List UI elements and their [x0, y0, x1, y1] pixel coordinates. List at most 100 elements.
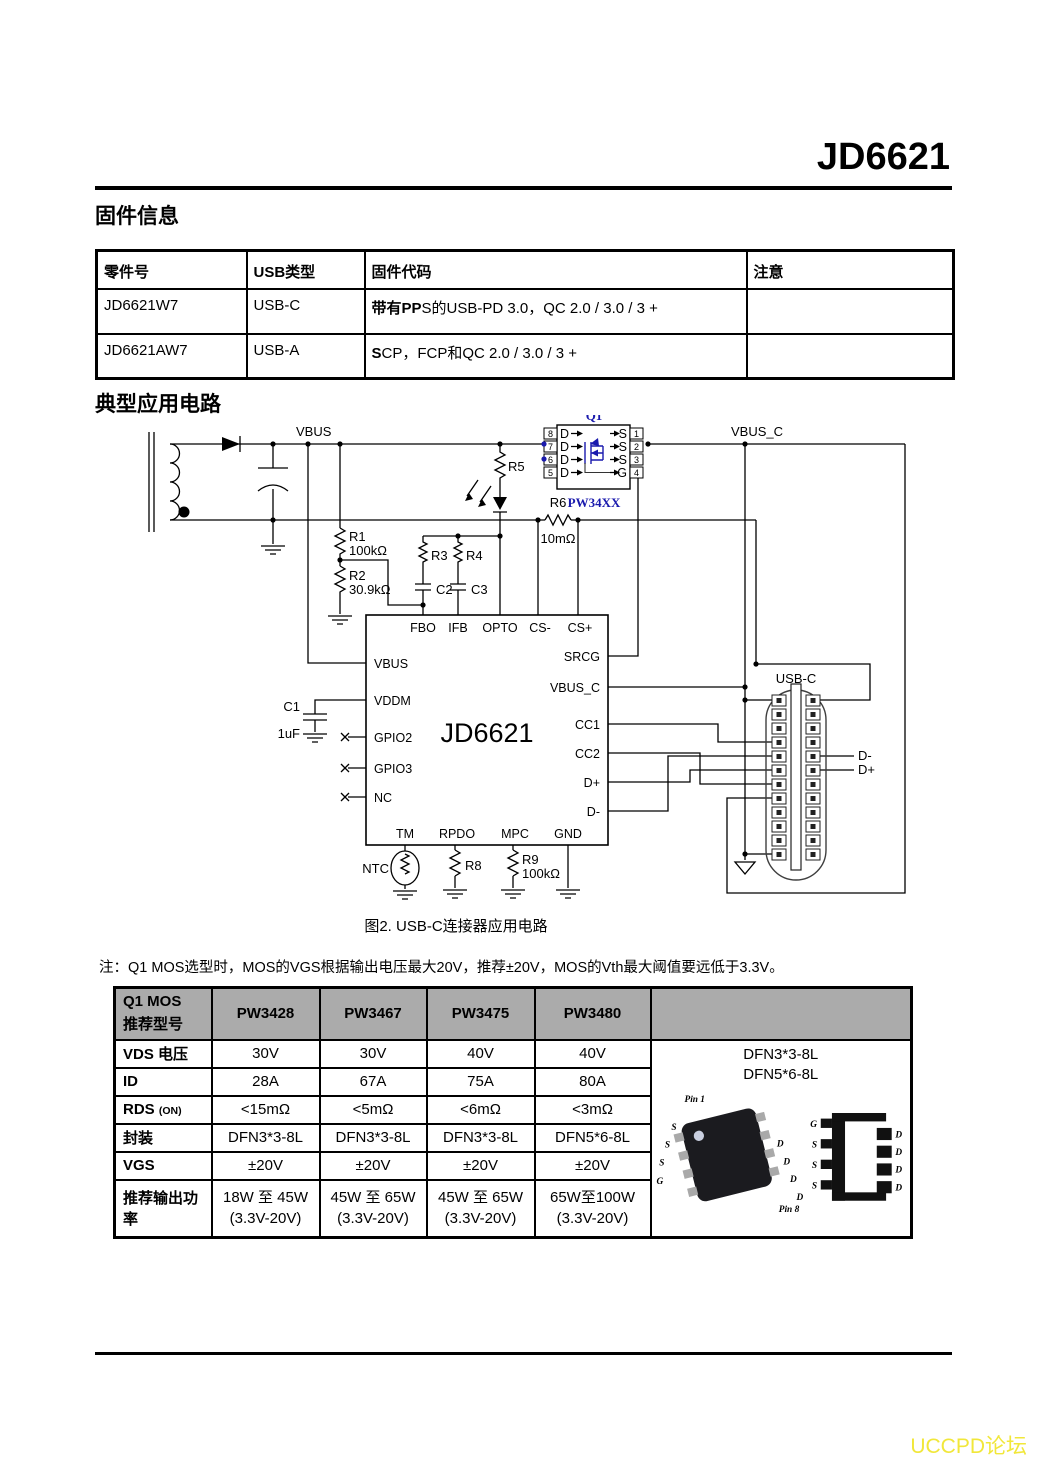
- r4-label: R4: [466, 548, 483, 563]
- mos-model-pw3467: PW3467: [318, 986, 428, 1041]
- cell-vgs: ±20V: [533, 1150, 652, 1181]
- chip-pin-s: S: [671, 1123, 676, 1133]
- fp-pin-d: D: [894, 1183, 902, 1193]
- mos-header-row: Q1 MOS 推荐型号 PW3428 PW3467 PW3475 PW3480: [113, 986, 913, 1041]
- r5-opto-branch: R5: [465, 444, 525, 615]
- firmware-cell-fwcode: SCP，FCP和QC 2.0 / 3.0 / 3 +: [363, 332, 748, 380]
- section-heading-circuit: 典型应用电路: [95, 393, 221, 416]
- ic-pin-gpio3: GPIO3: [374, 762, 412, 776]
- q1-pin-s: S: [619, 427, 627, 441]
- table-row-vgs: VGS ±20V ±20V ±20V ±20V: [113, 1150, 912, 1181]
- ic-pin-cs-plus: CS+: [568, 621, 593, 635]
- sense-resistor-r6: R6 10mΩ: [540, 495, 575, 546]
- package-name-1: DFN3*3-8L: [743, 1045, 819, 1063]
- ic-pin-mpc: MPC: [501, 827, 529, 841]
- ic-pin-vddm: VDDM: [374, 694, 411, 708]
- watermark: UCCPD论坛: [910, 1435, 1027, 1458]
- q1-pin-number: 2: [634, 442, 639, 452]
- table-row-id: ID 28A 67A 75A 80A: [113, 1066, 912, 1097]
- c1-value: 1uF: [278, 726, 300, 741]
- power-range: 18W 至 45W: [222, 1188, 309, 1206]
- ic-pin-srcg: SRCG: [564, 650, 600, 664]
- q1-mosfet-symbol: [584, 438, 610, 474]
- q1-pin-d: D: [560, 453, 569, 467]
- ic-pin-vbus: VBUS: [374, 657, 408, 671]
- q1-pin-d: D: [560, 440, 569, 454]
- r2-value: 30.9kΩ: [349, 582, 391, 597]
- table-row: JD6621W7 USB-C 带有PPS的USB-PD 3.0，QC 2.0 /…: [95, 287, 955, 335]
- firmware-cell-part: JD6621AW7: [95, 332, 248, 380]
- junction-dots: [270, 441, 759, 857]
- footer-rule: [95, 1352, 952, 1355]
- q1-pin-s: S: [619, 440, 627, 454]
- light-arrow: [478, 499, 486, 507]
- cell-vds: 30V: [210, 1038, 321, 1069]
- ic-right-pins: SRCG VBUS_C CC1 CC2 D+ D-: [550, 650, 600, 819]
- usbc-label: USB-C: [776, 671, 816, 686]
- firmware-cell-fwcode: 带有PPS的USB-PD 3.0，QC 2.0 / 3.0 / 3 +: [363, 287, 748, 335]
- row-label-vgs: VGS: [113, 1150, 213, 1181]
- q1-node: [541, 441, 547, 447]
- q1-pin-number: 1: [634, 429, 639, 439]
- opto-led: [493, 497, 507, 510]
- ic-jd6621: JD6621 FBO IFB OPTO CS- CS+ VBUS VDDM GP…: [365, 614, 609, 846]
- r1-value: 100kΩ: [349, 543, 387, 558]
- usbc-pad-contacts: [776, 698, 816, 857]
- fp-pin-s: S: [811, 1182, 816, 1192]
- ic-pin-ifb: IFB: [448, 621, 467, 635]
- r3-c2-branch: R3 C2: [415, 535, 500, 615]
- output-diode: [222, 436, 241, 452]
- q1-source-gate-pins: S S S G: [610, 427, 627, 480]
- fwcode-bold-part: 带有PP: [371, 299, 422, 317]
- ic-pin-dminus: D-: [587, 805, 600, 819]
- usbc-center-tab: [790, 683, 802, 871]
- firmware-col-usbtype: USB类型: [245, 249, 366, 290]
- power-range: 65W至100W: [549, 1188, 636, 1206]
- firmware-header-row: 零件号 USB类型 固件代码 注意: [95, 249, 955, 290]
- chip-pin-d: D: [775, 1140, 783, 1150]
- r2-label: R2: [349, 568, 366, 583]
- resistor-r9: R9 100kΩ: [506, 849, 560, 881]
- vbusc-net-label: VBUS_C: [731, 424, 783, 439]
- ic-pin-gnd: GND: [554, 827, 582, 841]
- cell-power: 45W 至 65W (3.3V-20V): [318, 1178, 428, 1239]
- table-row-vds: VDS 电压 30V 30V 40V 40V DFN3*3-8L DFN5*6-…: [113, 1038, 913, 1239]
- table-row: JD6621AW7 USB-A SCP，FCP和QC 2.0 / 3.0 / 3…: [95, 332, 955, 380]
- chip-pin-s: S: [659, 1158, 664, 1168]
- ntc-label: NTC: [362, 861, 389, 876]
- q1-pin-d: D: [560, 427, 569, 441]
- row-label-id: ID: [113, 1066, 213, 1097]
- table-row-power: 推荐输出功率 18W 至 45W (3.3V-20V) 45W 至 65W (3…: [113, 1178, 912, 1239]
- firmware-cell-usbtype: USB-A: [245, 332, 366, 380]
- r9-value: 100kΩ: [522, 866, 560, 881]
- row-label-vds: VDS 电压: [113, 1038, 213, 1069]
- power-range: 45W 至 65W: [330, 1188, 416, 1206]
- section-heading-firmware: 固件信息: [95, 205, 179, 228]
- package-name-2: DFN5*6-8L: [743, 1065, 819, 1083]
- ic-pin-gpio2: GPIO2: [374, 731, 412, 745]
- cell-rds: <3mΩ: [533, 1094, 652, 1125]
- c1-capacitor: C1 1uF: [278, 699, 327, 741]
- fwcode-bold-part: S: [371, 344, 382, 362]
- chip-pin-d: D: [782, 1157, 790, 1167]
- q1-pin-number: 8: [548, 429, 553, 439]
- mos-corner-header: Q1 MOS 推荐型号: [113, 986, 213, 1041]
- dplus-label: D+: [858, 762, 875, 777]
- mos-model-pw3428: PW3428: [210, 986, 321, 1041]
- r9-label: R9: [522, 852, 539, 867]
- rds-label-main: RDS: [123, 1101, 155, 1118]
- power-range: 45W 至 65W: [437, 1188, 524, 1206]
- firmware-col-part: 零件号: [95, 249, 248, 290]
- ic-pin-opto: OPTO: [482, 621, 517, 635]
- cell-vds: 30V: [318, 1038, 428, 1069]
- cell-vgs: ±20V: [318, 1150, 428, 1181]
- fp-pin-d: D: [894, 1166, 902, 1176]
- ic-pin-fbo: FBO: [410, 621, 436, 635]
- r6-value: 10mΩ: [540, 531, 575, 546]
- fwcode-rest: S的USB-PD 3.0，QC 2.0 / 3.0 / 3 +: [421, 299, 658, 317]
- ic-top-pins: FBO IFB OPTO CS- CS+: [410, 621, 592, 635]
- cell-id: 67A: [318, 1066, 428, 1097]
- chip-pin-s: S: [664, 1141, 669, 1151]
- fp-pin-s: S: [811, 1161, 816, 1171]
